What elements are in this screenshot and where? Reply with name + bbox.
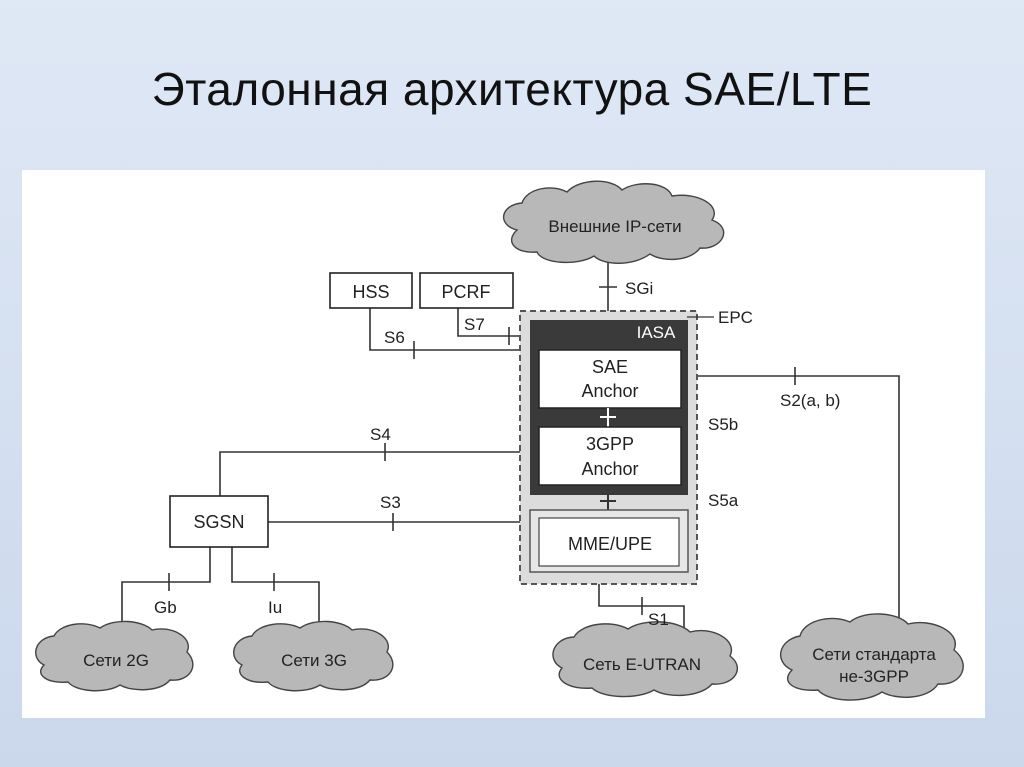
architecture-diagram: IASA SAE Anchor 3GPP Anchor MME/UPE HSS … bbox=[35, 180, 964, 701]
s7-label: S7 bbox=[464, 315, 485, 334]
sgsn-label: SGSN bbox=[193, 512, 244, 532]
mme-upe-box bbox=[538, 517, 680, 567]
gb-link bbox=[121, 547, 211, 640]
sae-anchor-label-2: Anchor bbox=[581, 381, 638, 401]
e-utran-cloud bbox=[552, 621, 738, 698]
gpp-anchor-box bbox=[538, 426, 682, 486]
epc-label: EPC bbox=[718, 308, 753, 327]
gpp-anchor-label-2: Anchor bbox=[581, 459, 638, 479]
s6-label: S6 bbox=[384, 328, 405, 347]
pcrf-label: PCRF bbox=[442, 282, 491, 302]
net-3g-cloud bbox=[233, 620, 394, 692]
hss-box bbox=[329, 272, 413, 309]
s1-label: S1 bbox=[648, 610, 669, 629]
non-3gpp-label-2: не-3GPP bbox=[839, 667, 909, 686]
s5b-label: S5b bbox=[708, 415, 738, 434]
s4-link bbox=[219, 451, 520, 496]
gb-label: Gb bbox=[154, 598, 177, 617]
sae-anchor-label-1: SAE bbox=[592, 357, 628, 377]
e-utran-label: Сеть E-UTRAN bbox=[583, 655, 701, 674]
s2ab-label: S2(a, b) bbox=[780, 391, 840, 410]
external-ip-cloud bbox=[503, 180, 725, 264]
net-3g-label: Сети 3G bbox=[281, 651, 347, 670]
slide-title: Эталонная архитектура SAE/LTE bbox=[151, 63, 873, 115]
diagram-panel: IASA SAE Anchor 3GPP Anchor MME/UPE HSS … bbox=[22, 170, 985, 718]
s5a-label: S5a bbox=[708, 491, 739, 510]
non-3gpp-cloud bbox=[779, 613, 964, 701]
net-2g-label: Сети 2G bbox=[83, 651, 149, 670]
s6-link bbox=[369, 308, 520, 351]
cloud-shapes bbox=[35, 180, 964, 701]
hss-label: HSS bbox=[352, 282, 389, 302]
iu-link bbox=[231, 547, 320, 632]
net-2g-cloud bbox=[35, 620, 194, 692]
external-ip-label: Внешние IP-сети bbox=[548, 217, 681, 236]
mme-upe-label: MME/UPE bbox=[568, 534, 652, 554]
sgsn-box bbox=[169, 495, 269, 548]
iasa-label: IASA bbox=[637, 323, 676, 342]
s3-label: S3 bbox=[380, 493, 401, 512]
connection-lines bbox=[121, 258, 900, 640]
non-3gpp-label-1: Сети стандарта bbox=[812, 645, 936, 664]
pcrf-box bbox=[419, 272, 514, 309]
gpp-anchor-label-1: 3GPP bbox=[586, 434, 634, 454]
s2ab-link bbox=[697, 375, 900, 632]
s4-label: S4 bbox=[370, 425, 391, 444]
sgi-label: SGi bbox=[625, 279, 653, 298]
sae-anchor-box bbox=[538, 349, 682, 409]
iu-label: Iu bbox=[268, 598, 282, 617]
s7-link bbox=[457, 308, 520, 337]
